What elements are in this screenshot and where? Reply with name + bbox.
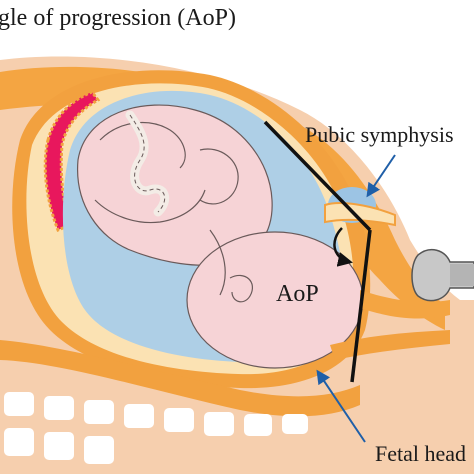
diagram-title: ngle of progression (AoP) <box>0 5 236 31</box>
fetal-head-label: Fetal head <box>375 441 467 466</box>
spine-vertebrae <box>0 340 360 464</box>
angle-arc <box>333 227 353 267</box>
birth-canal <box>360 290 450 319</box>
angle-label: AoP <box>276 281 319 307</box>
pubic-symphysis-label: Pubic symphysis <box>305 122 454 147</box>
pubic-axis-line <box>263 120 372 232</box>
fetus-limb <box>94 189 206 224</box>
rectum <box>330 330 450 360</box>
placenta <box>43 90 101 232</box>
fetus-body <box>77 104 273 266</box>
fetus-limb <box>209 229 226 296</box>
pubic-symphysis-arrow <box>366 154 396 198</box>
fetus-limb <box>199 148 239 205</box>
umbilical-cord-outline <box>129 114 166 213</box>
fetus-limb <box>99 121 186 169</box>
fetus-ear <box>229 274 253 303</box>
tangent-line <box>350 229 372 383</box>
ultrasound-probe-icon <box>411 248 474 302</box>
fetal-head-arrow <box>316 369 366 443</box>
